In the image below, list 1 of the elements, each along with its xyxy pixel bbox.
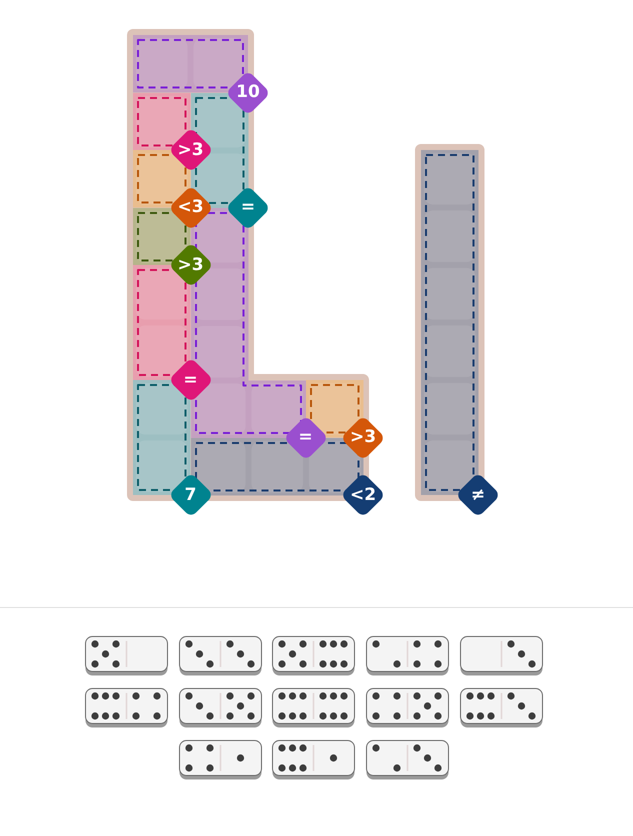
puzzle-board: [414, 144, 484, 501]
